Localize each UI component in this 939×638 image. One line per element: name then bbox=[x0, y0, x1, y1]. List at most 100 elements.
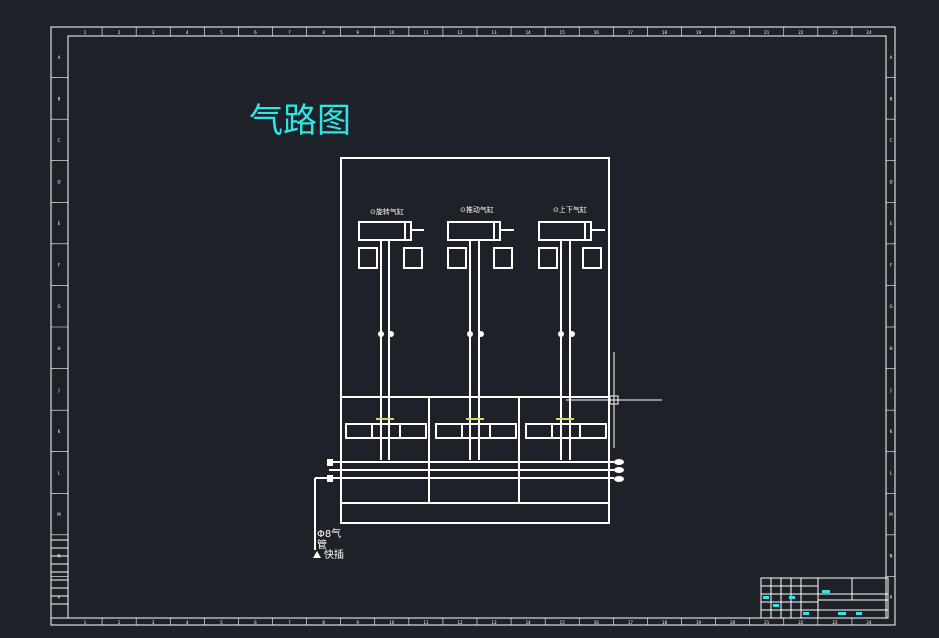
supply-label-line2: 管 bbox=[317, 538, 327, 551]
border-col-mark: 23 bbox=[832, 620, 838, 625]
title-block bbox=[760, 577, 889, 619]
border-row-mark: P bbox=[890, 595, 893, 600]
border-row-mark: K bbox=[890, 429, 893, 434]
border-col-mark: 11 bbox=[423, 30, 429, 35]
border-row-mark: E bbox=[890, 221, 893, 226]
enclosure bbox=[340, 157, 610, 524]
cylinder-unit-vertical: ⊙上下气缸 bbox=[538, 205, 605, 460]
border-row-mark: B bbox=[890, 96, 893, 101]
border-col-mark: 13 bbox=[491, 620, 497, 625]
border-row-mark: P bbox=[58, 595, 61, 600]
border-row-mark: D bbox=[889, 180, 892, 185]
border-col-mark: 19 bbox=[696, 620, 702, 625]
cylinder-label-vertical: ⊙上下气缸 bbox=[553, 205, 587, 214]
border-col-mark: 15 bbox=[560, 30, 566, 35]
border-col-mark: 5 bbox=[220, 30, 223, 35]
border-row-mark: N bbox=[890, 554, 893, 559]
border-row-mark: G bbox=[57, 304, 60, 309]
supply-manifold bbox=[314, 461, 614, 550]
border-row-mark: C bbox=[890, 138, 893, 143]
cursor-crosshair-icon bbox=[566, 352, 662, 448]
border-col-mark: 6 bbox=[254, 620, 257, 625]
border-col-mark: 8 bbox=[322, 30, 325, 35]
border-col-mark: 23 bbox=[832, 30, 838, 35]
border-col-mark: 16 bbox=[594, 620, 600, 625]
border-row-mark: M bbox=[889, 512, 893, 517]
border-row-mark: F bbox=[890, 263, 893, 268]
border-col-mark: 3 bbox=[152, 30, 155, 35]
border-col-mark: 16 bbox=[594, 30, 600, 35]
border-row-mark: B bbox=[58, 96, 61, 101]
border-col-mark: 9 bbox=[356, 620, 359, 625]
border-row-mark: A bbox=[890, 55, 893, 60]
border-col-mark: 24 bbox=[866, 620, 872, 625]
border-col-mark: 18 bbox=[662, 30, 668, 35]
air-source-icon bbox=[313, 551, 321, 558]
border-col-mark: 3 bbox=[152, 620, 155, 625]
border-row-mark: H bbox=[57, 346, 60, 351]
border-col-mark: 17 bbox=[628, 30, 634, 35]
border-row-mark: J bbox=[889, 387, 891, 392]
cylinder-unit-push: ⊙推动气缸 bbox=[447, 205, 514, 460]
border-col-mark: 22 bbox=[798, 620, 804, 625]
cylinder-unit-rotary: ⊙旋转气缸 bbox=[358, 207, 424, 460]
border-row-mark: H bbox=[889, 346, 892, 351]
manifold-fittings bbox=[327, 459, 624, 482]
border-col-mark: 6 bbox=[254, 30, 257, 35]
revision-block bbox=[50, 539, 69, 619]
border-col-mark: 5 bbox=[220, 620, 223, 625]
border-col-mark: 10 bbox=[389, 620, 395, 625]
border-row-mark: C bbox=[58, 138, 61, 143]
border-col-mark: 18 bbox=[662, 620, 668, 625]
border-col-mark: 2 bbox=[118, 620, 121, 625]
cylinder-label-rotary: ⊙旋转气缸 bbox=[370, 207, 404, 216]
border-col-mark: 20 bbox=[730, 30, 736, 35]
border-row-mark: M bbox=[57, 512, 61, 517]
border-col-mark: 17 bbox=[628, 620, 634, 625]
border-col-mark: 1 bbox=[84, 620, 87, 625]
border-row-mark: D bbox=[57, 180, 60, 185]
title-block-marks bbox=[763, 590, 862, 615]
border-col-mark: 2 bbox=[118, 30, 121, 35]
border-col-mark: 7 bbox=[288, 30, 291, 35]
border-col-mark: 14 bbox=[526, 30, 532, 35]
border-col-mark: 4 bbox=[186, 620, 189, 625]
border-col-mark: 19 bbox=[696, 30, 702, 35]
border-col-mark: 10 bbox=[389, 30, 395, 35]
diagram-title: 气路图 bbox=[249, 101, 351, 141]
border-column-marks: 1122334455667788991010111112121313141415… bbox=[84, 27, 872, 625]
border-row-mark: L bbox=[58, 471, 61, 476]
border-col-mark: 8 bbox=[322, 620, 325, 625]
border-col-mark: 4 bbox=[186, 30, 189, 35]
border-col-mark: 24 bbox=[866, 30, 872, 35]
cylinder-label-push: ⊙推动气缸 bbox=[460, 205, 494, 214]
border-col-mark: 15 bbox=[560, 620, 566, 625]
border-col-mark: 20 bbox=[730, 620, 736, 625]
border-col-mark: 22 bbox=[798, 30, 804, 35]
border-col-mark: 12 bbox=[457, 30, 463, 35]
border-row-mark: G bbox=[889, 304, 892, 309]
border-col-mark: 9 bbox=[356, 30, 359, 35]
border-col-mark: 12 bbox=[457, 620, 463, 625]
supply-label: Φ8气 管 快插 bbox=[317, 527, 344, 561]
border-row-mark: L bbox=[890, 471, 893, 476]
border-col-mark: 13 bbox=[491, 30, 497, 35]
supply-label-line1: Φ8气 bbox=[317, 527, 341, 540]
drawing-frame bbox=[50, 26, 896, 626]
border-row-mark: K bbox=[58, 429, 61, 434]
border-col-mark: 21 bbox=[764, 30, 770, 35]
border-row-mark: A bbox=[58, 55, 61, 60]
border-row-mark: J bbox=[57, 387, 59, 392]
border-row-mark: F bbox=[58, 263, 61, 268]
border-col-mark: 21 bbox=[764, 620, 770, 625]
border-col-mark: 11 bbox=[423, 620, 429, 625]
border-col-mark: 14 bbox=[526, 620, 532, 625]
border-col-mark: 1 bbox=[84, 30, 87, 35]
supply-label-line3: 快插 bbox=[324, 548, 344, 561]
border-row-mark: E bbox=[58, 221, 61, 226]
border-col-mark: 7 bbox=[288, 620, 291, 625]
valve-marks bbox=[376, 418, 574, 420]
solenoid-valves bbox=[345, 423, 607, 439]
